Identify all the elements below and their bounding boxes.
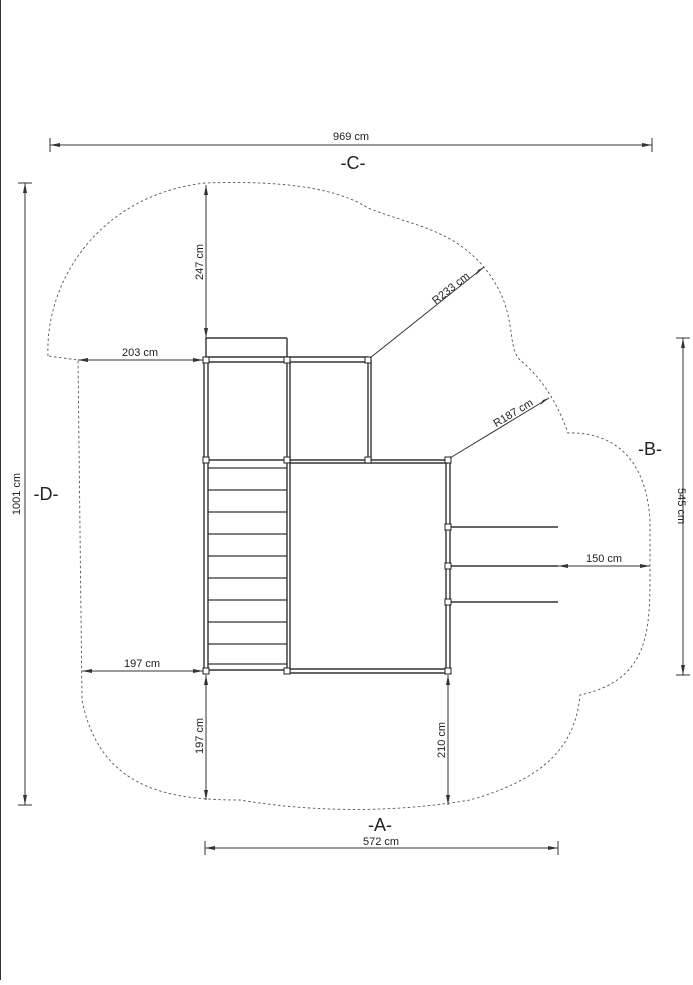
dimension-radius-lower: R187 cm <box>449 397 550 459</box>
dimension-bar-clearance: 150 cm <box>558 553 650 568</box>
radius-upper-label: R233 cm <box>430 270 472 307</box>
side-d-label: -D- <box>34 484 59 504</box>
top-clearance-label: 247 cm <box>194 244 206 280</box>
radius-lower-label: R187 cm <box>491 397 535 430</box>
dimension-side-b: 545 cm <box>675 337 690 676</box>
side-c-label: -C- <box>341 153 366 173</box>
dimension-overall-width: 969 cm <box>49 131 653 152</box>
safety-zone-outline <box>47 182 651 810</box>
left-clearance-bottom-label: 197 cm <box>124 658 160 670</box>
side-bars <box>450 526 558 603</box>
bottom-clearance-left-label: 197 cm <box>194 718 206 754</box>
dimension-top-clearance: 247 cm <box>194 185 208 338</box>
dimension-bottom-width: 572 cm <box>204 836 559 855</box>
ladder-rungs <box>208 467 287 665</box>
posts <box>202 356 452 675</box>
left-clearance-top-label: 203 cm <box>122 347 158 359</box>
side-a-label: -A- <box>368 815 392 835</box>
dimension-radius-upper: R233 cm <box>369 266 485 359</box>
bar-clearance-label: 150 cm <box>586 553 622 565</box>
dimension-bottom-clearance-right: 210 cm <box>436 675 450 805</box>
side-b-label: -B- <box>638 439 662 459</box>
bottom-clearance-right-label: 210 cm <box>436 722 448 758</box>
dimension-left-clearance-top: 203 cm <box>78 347 203 362</box>
overall-width-label: 969 cm <box>333 131 369 143</box>
side-b-length-label: 545 cm <box>675 488 687 524</box>
dimension-bottom-clearance-left: 197 cm <box>194 675 208 800</box>
play-structure <box>203 337 451 674</box>
overall-depth-label: 1001 cm <box>11 473 23 515</box>
bottom-width-label: 572 cm <box>363 836 399 848</box>
dimension-overall-depth: 1001 cm <box>11 182 32 806</box>
dimension-left-clearance-bottom: 197 cm <box>82 658 203 673</box>
